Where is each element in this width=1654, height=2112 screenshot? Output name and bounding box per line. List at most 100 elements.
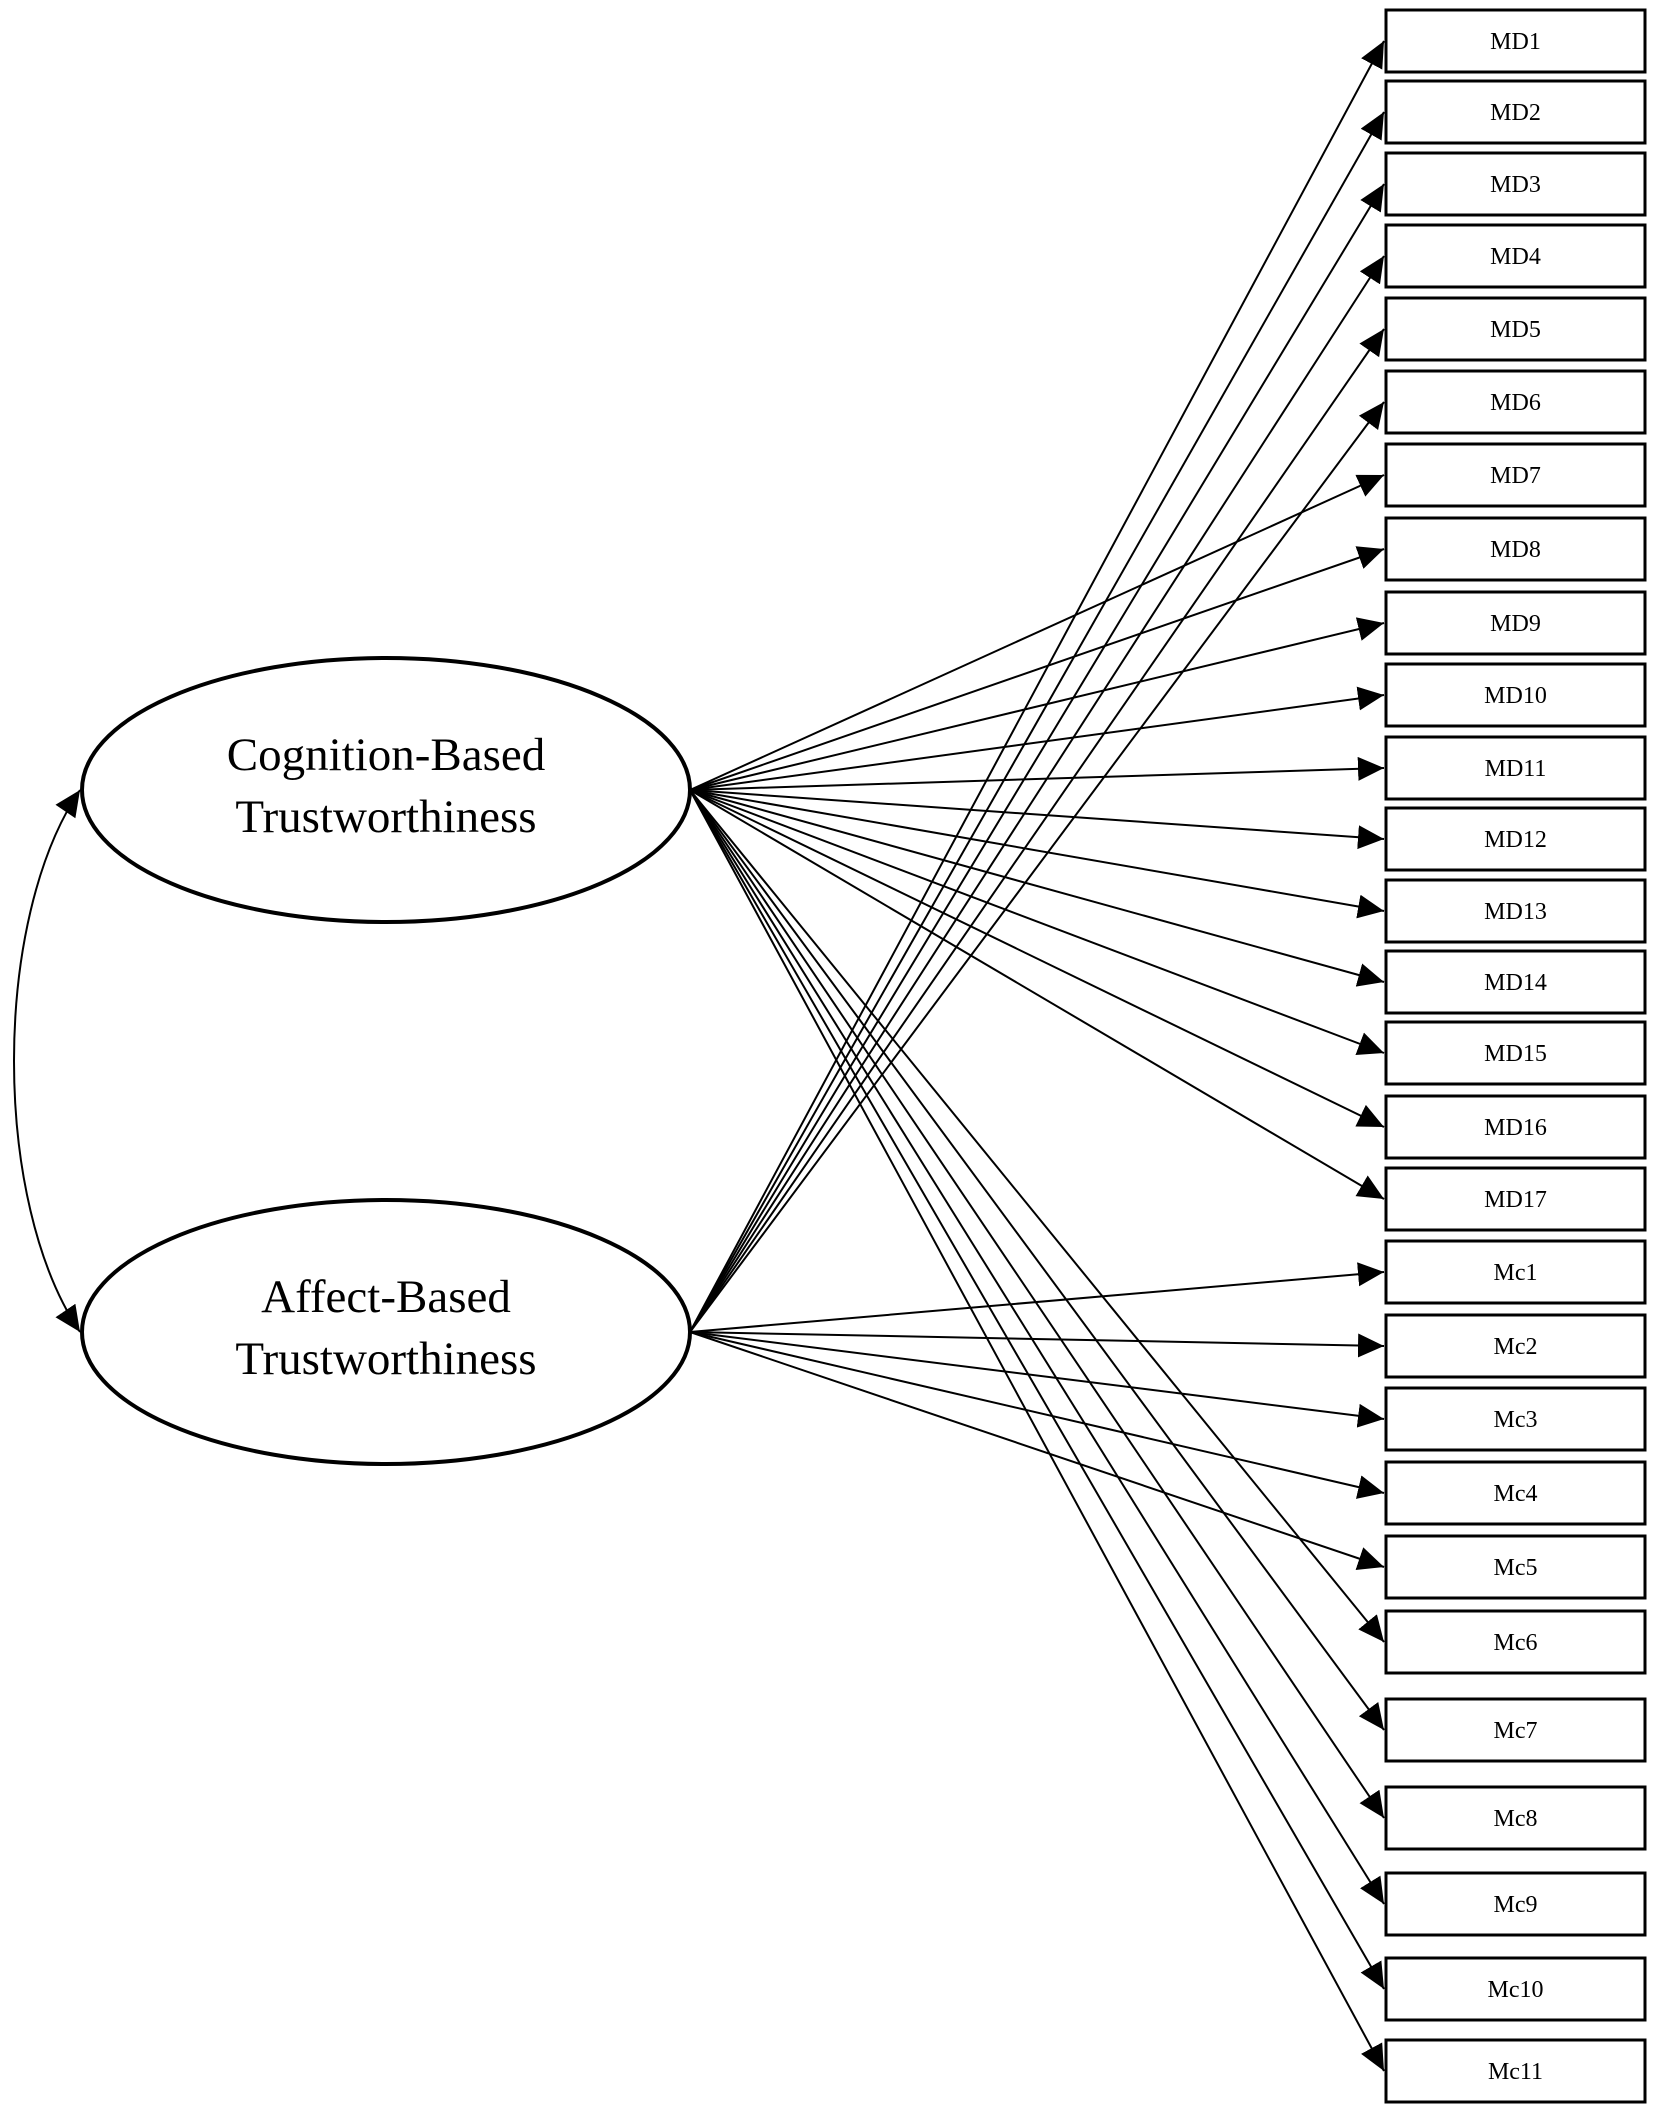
indicator-box-md13: MD13 [1384, 878, 1647, 944]
loading-path-md1 [689, 40, 1385, 1333]
factor-label-line: Affect-Based [261, 1271, 511, 1323]
loading-path-mc2 [689, 1331, 1385, 1358]
loading-path-mc7 [689, 789, 1385, 1731]
indicator-box-mc1: Mc1 [1384, 1239, 1647, 1305]
indicator-label: Mc8 [1494, 1806, 1538, 1832]
indicator-box-md12: MD12 [1384, 806, 1647, 872]
indicator-rect [1384, 1697, 1647, 1763]
loading-path-mc1 [689, 1262, 1385, 1333]
indicator-label: MD3 [1490, 172, 1541, 198]
loading-path-mc6 [689, 789, 1385, 1643]
indicator-box-md8: MD8 [1384, 516, 1647, 582]
indicator-label: MD15 [1484, 1041, 1547, 1067]
indicator-box-md4: MD4 [1384, 223, 1647, 289]
indicator-label: MD16 [1484, 1115, 1547, 1141]
loading-path-md11 [689, 756, 1385, 791]
indicator-rect [1384, 8, 1647, 74]
loading-path-mc4 [689, 1331, 1385, 1499]
indicator-label: Mc9 [1494, 1892, 1538, 1918]
factor-label-line: Trustworthiness [235, 791, 536, 843]
loading-path-md10 [689, 686, 1385, 791]
indicator-rect [1384, 516, 1647, 582]
indicator-rect [1384, 151, 1647, 217]
indicator-rect [1384, 369, 1647, 435]
indicator-rect [1384, 223, 1647, 289]
loading-paths [689, 40, 1385, 2072]
indicator-box-md14: MD14 [1384, 949, 1647, 1015]
loading-path-md9 [689, 617, 1385, 791]
indicator-label: MD14 [1484, 970, 1547, 996]
indicator-label: MD5 [1490, 317, 1541, 343]
indicator-box-md16: MD16 [1384, 1094, 1647, 1160]
indicator-box-md5: MD5 [1384, 296, 1647, 362]
factor-label-line: Cognition-Based [227, 729, 546, 781]
indicator-rect [1384, 662, 1647, 728]
indicator-rect [1384, 2038, 1647, 2104]
indicator-label: MD17 [1484, 1187, 1547, 1213]
indicator-box-md11: MD11 [1384, 735, 1647, 801]
indicator-rect [1384, 442, 1647, 508]
indicator-label: Mc7 [1494, 1718, 1538, 1744]
indicator-box-mc8: Mc8 [1384, 1785, 1647, 1851]
loading-path-md16 [689, 789, 1385, 1128]
indicator-rect [1384, 1956, 1647, 2022]
indicator-label: MD6 [1490, 390, 1541, 416]
indicator-rect [1384, 79, 1647, 145]
factor-ellipse [80, 656, 692, 924]
indicator-items: MD1MD2MD3MD4MD5MD6MD7MD8MD9MD10MD11MD12M… [1384, 8, 1647, 2104]
indicator-box-md6: MD6 [1384, 369, 1647, 435]
indicator-box-mc3: Mc3 [1384, 1386, 1647, 1452]
indicator-label: MD4 [1490, 244, 1541, 270]
loading-path-md3 [689, 183, 1385, 1333]
indicator-label: Mc6 [1494, 1630, 1538, 1656]
indicator-box-mc2: Mc2 [1384, 1313, 1647, 1379]
indicator-label: MD7 [1490, 463, 1541, 489]
indicator-label: Mc5 [1494, 1555, 1538, 1581]
loading-path-md17 [689, 789, 1385, 1200]
loading-path-md12 [689, 789, 1385, 850]
indicator-rect [1384, 1386, 1647, 1452]
loading-path-mc5 [689, 1331, 1385, 1571]
indicator-label: Mc4 [1494, 1481, 1538, 1507]
indicator-rect [1384, 1020, 1647, 1086]
factor-ellipse [80, 1198, 692, 1466]
indicator-label: Mc2 [1494, 1334, 1538, 1360]
indicator-label: Mc11 [1488, 2059, 1543, 2085]
loading-path-md7 [689, 474, 1385, 791]
indicator-rect [1384, 806, 1647, 872]
loading-path-mc10 [689, 789, 1385, 1990]
indicator-box-mc4: Mc4 [1384, 1460, 1647, 1526]
indicator-rect [1384, 1534, 1647, 1600]
indicator-label: MD10 [1484, 683, 1547, 709]
indicator-box-mc6: Mc6 [1384, 1609, 1647, 1675]
indicator-box-md7: MD7 [1384, 442, 1647, 508]
loading-path-md13 [689, 789, 1385, 919]
indicator-box-mc11: Mc11 [1384, 2038, 1647, 2104]
indicator-label: MD12 [1484, 827, 1547, 853]
indicator-rect [1384, 949, 1647, 1015]
factor-label-line: Trustworthiness [235, 1333, 536, 1385]
indicator-label: MD13 [1484, 899, 1547, 925]
indicator-label: Mc10 [1488, 1977, 1544, 2003]
indicator-rect [1384, 735, 1647, 801]
factor-covariance [13, 789, 81, 1333]
loading-path-md14 [689, 789, 1385, 987]
loading-path-mc9 [689, 789, 1385, 1905]
indicator-rect [1384, 878, 1647, 944]
loading-path-md2 [689, 111, 1385, 1333]
indicator-box-mc7: Mc7 [1384, 1697, 1647, 1763]
indicator-rect [1384, 1871, 1647, 1937]
indicator-rect [1384, 590, 1647, 656]
loading-path-md6 [689, 401, 1385, 1333]
loading-path-md8 [689, 546, 1385, 791]
indicator-box-md15: MD15 [1384, 1020, 1647, 1086]
indicator-rect [1384, 1609, 1647, 1675]
indicator-box-md10: MD10 [1384, 662, 1647, 728]
indicator-box-mc9: Mc9 [1384, 1871, 1647, 1937]
indicator-label: MD8 [1490, 537, 1541, 563]
loading-path-mc8 [689, 789, 1385, 1819]
indicator-rect [1384, 1460, 1647, 1526]
